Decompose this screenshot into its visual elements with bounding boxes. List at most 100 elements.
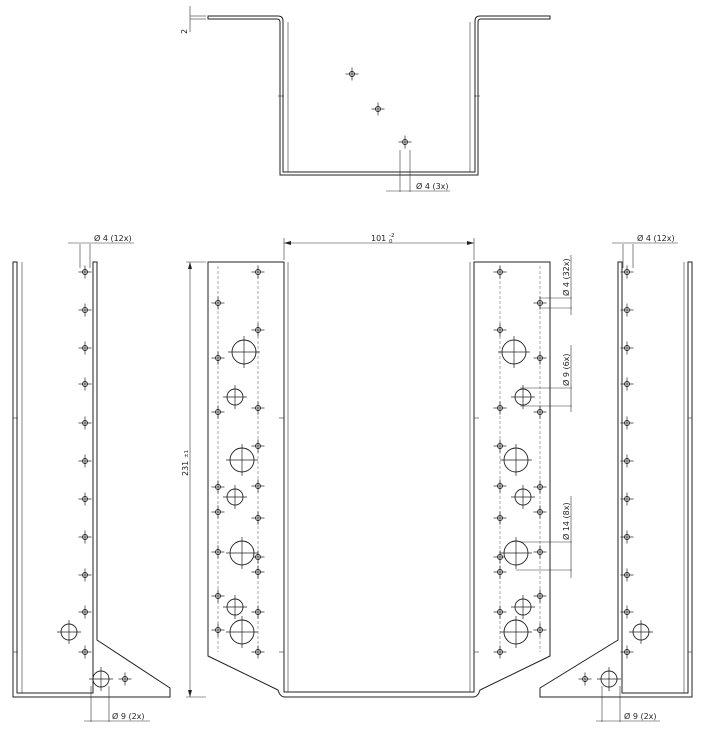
small-hole [211, 505, 225, 519]
medium-hole [629, 620, 653, 644]
small-hole [211, 589, 225, 603]
small-hole [620, 568, 634, 582]
small-hole [533, 405, 547, 419]
small-hole [533, 296, 547, 310]
left-side-outline [12, 261, 171, 698]
width-value: 101 [371, 234, 386, 243]
small-hole [533, 623, 547, 637]
small-hole [78, 530, 92, 544]
medium-hole-callout: Ø 9 (6x) [561, 353, 571, 386]
small-hole [578, 672, 592, 686]
front-view: 101 -2 0 231 ±1 Ø 4 (32x) Ø 9 (6x) Ø 14 … [181, 233, 572, 698]
small-hole [251, 565, 265, 579]
right-side-outline [539, 261, 693, 698]
medium-hole [223, 485, 247, 509]
small-hole [78, 605, 92, 619]
small-hole [493, 645, 507, 659]
small-hole [398, 135, 412, 149]
small-hole [620, 645, 634, 659]
small-hole [533, 545, 547, 559]
small-hole [251, 401, 265, 415]
medium-hole [89, 667, 113, 691]
height-value: 231 [181, 461, 190, 476]
small-hole [251, 511, 265, 525]
small-hole [211, 296, 225, 310]
small-hole [533, 505, 547, 519]
small-hole [620, 303, 634, 317]
large-hole [228, 336, 260, 368]
small-hole [78, 341, 92, 355]
small-hole [493, 565, 507, 579]
small-hole-callout: Ø 4 (32x) [561, 258, 571, 296]
small-hole [345, 67, 359, 81]
top-view: 2 Ø 4 (3x) [180, 6, 551, 192]
small-hole [493, 265, 507, 279]
top-hole-callout: Ø 4 (3x) [416, 181, 449, 191]
small-hole [78, 454, 92, 468]
small-hole [620, 605, 634, 619]
left-bottom-callout: Ø 9 (2x) [112, 711, 145, 721]
height-arrow [188, 690, 192, 697]
small-hole [211, 405, 225, 419]
small-hole [620, 530, 634, 544]
medium-hole [223, 385, 247, 409]
width-arrow [284, 241, 291, 245]
width-tol-upper: -2 [389, 233, 394, 239]
medium-hole [597, 667, 621, 691]
small-hole [251, 323, 265, 337]
small-hole [493, 401, 507, 415]
small-hole [620, 377, 634, 391]
large-hole [226, 616, 258, 648]
height-tolerance: ±1 [184, 450, 190, 458]
small-hole [251, 265, 265, 279]
small-hole [620, 341, 634, 355]
small-hole [493, 550, 507, 564]
small-hole [620, 416, 634, 430]
medium-hole [57, 620, 81, 644]
small-hole [78, 265, 92, 279]
right-side-view: Ø 4 (12x) Ø 9 (2x) [539, 233, 693, 722]
height-arrow [188, 262, 192, 269]
left-hole-callout: Ø 4 (12x) [94, 233, 132, 243]
small-hole [78, 416, 92, 430]
small-hole [493, 439, 507, 453]
small-hole [251, 605, 265, 619]
small-hole [493, 605, 507, 619]
small-hole [251, 479, 265, 493]
small-hole [211, 351, 225, 365]
small-hole [211, 623, 225, 637]
large-hole [226, 444, 258, 476]
thickness-label: 2 [180, 29, 189, 34]
width-tol-lower: 0 [389, 239, 393, 245]
small-hole [371, 102, 385, 116]
medium-hole [511, 485, 535, 509]
holes-layer [57, 67, 653, 691]
far-right-hole-callout: Ø 4 (12x) [637, 233, 675, 243]
small-hole [78, 492, 92, 506]
small-hole [251, 439, 265, 453]
small-hole [620, 492, 634, 506]
small-hole [493, 511, 507, 525]
large-hole [500, 616, 532, 648]
small-hole [620, 454, 634, 468]
front-view-outline [207, 261, 551, 698]
small-hole [251, 645, 265, 659]
small-hole [533, 480, 547, 494]
small-hole [493, 323, 507, 337]
left-side-view: Ø 4 (12x) Ø 9 (2x) [12, 233, 171, 722]
small-hole [533, 351, 547, 365]
large-hole [500, 444, 532, 476]
far-right-bottom-callout: Ø 9 (2x) [624, 711, 657, 721]
large-hole [500, 537, 532, 569]
small-hole [118, 672, 132, 686]
small-hole [78, 377, 92, 391]
small-hole [78, 645, 92, 659]
small-hole [533, 589, 547, 603]
small-hole [211, 480, 225, 494]
small-hole [620, 265, 634, 279]
small-hole [78, 303, 92, 317]
small-hole [211, 545, 225, 559]
large-hole [498, 336, 530, 368]
medium-hole [223, 595, 247, 619]
